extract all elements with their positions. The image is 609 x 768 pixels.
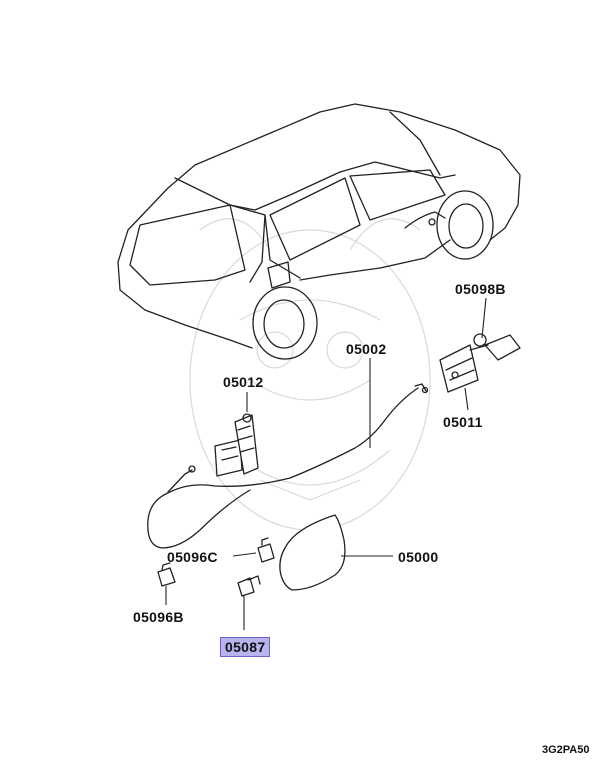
label-05000[interactable]: 05000 xyxy=(398,549,439,565)
leader-lines xyxy=(165,297,487,630)
fuel-lid xyxy=(279,514,346,591)
clip-05096B xyxy=(157,562,176,587)
label-05098B[interactable]: 05098B xyxy=(455,281,506,297)
drawing-code: 3G2PA50 xyxy=(542,744,590,756)
label-05002[interactable]: 05002 xyxy=(346,341,387,357)
car-body-outline xyxy=(117,103,521,360)
label-05011[interactable]: 05011 xyxy=(443,414,483,430)
bumper-05087 xyxy=(237,575,261,597)
label-05096B[interactable]: 05096B xyxy=(133,609,184,625)
release-cable xyxy=(147,383,429,549)
opener-bracket xyxy=(439,333,521,393)
label-05087-highlighted[interactable]: 05087 xyxy=(220,637,271,657)
latch-assembly xyxy=(214,413,259,477)
label-05012[interactable]: 05012 xyxy=(223,374,264,390)
clip-05096C xyxy=(257,537,275,563)
label-05096C[interactable]: 05096C xyxy=(167,549,218,565)
